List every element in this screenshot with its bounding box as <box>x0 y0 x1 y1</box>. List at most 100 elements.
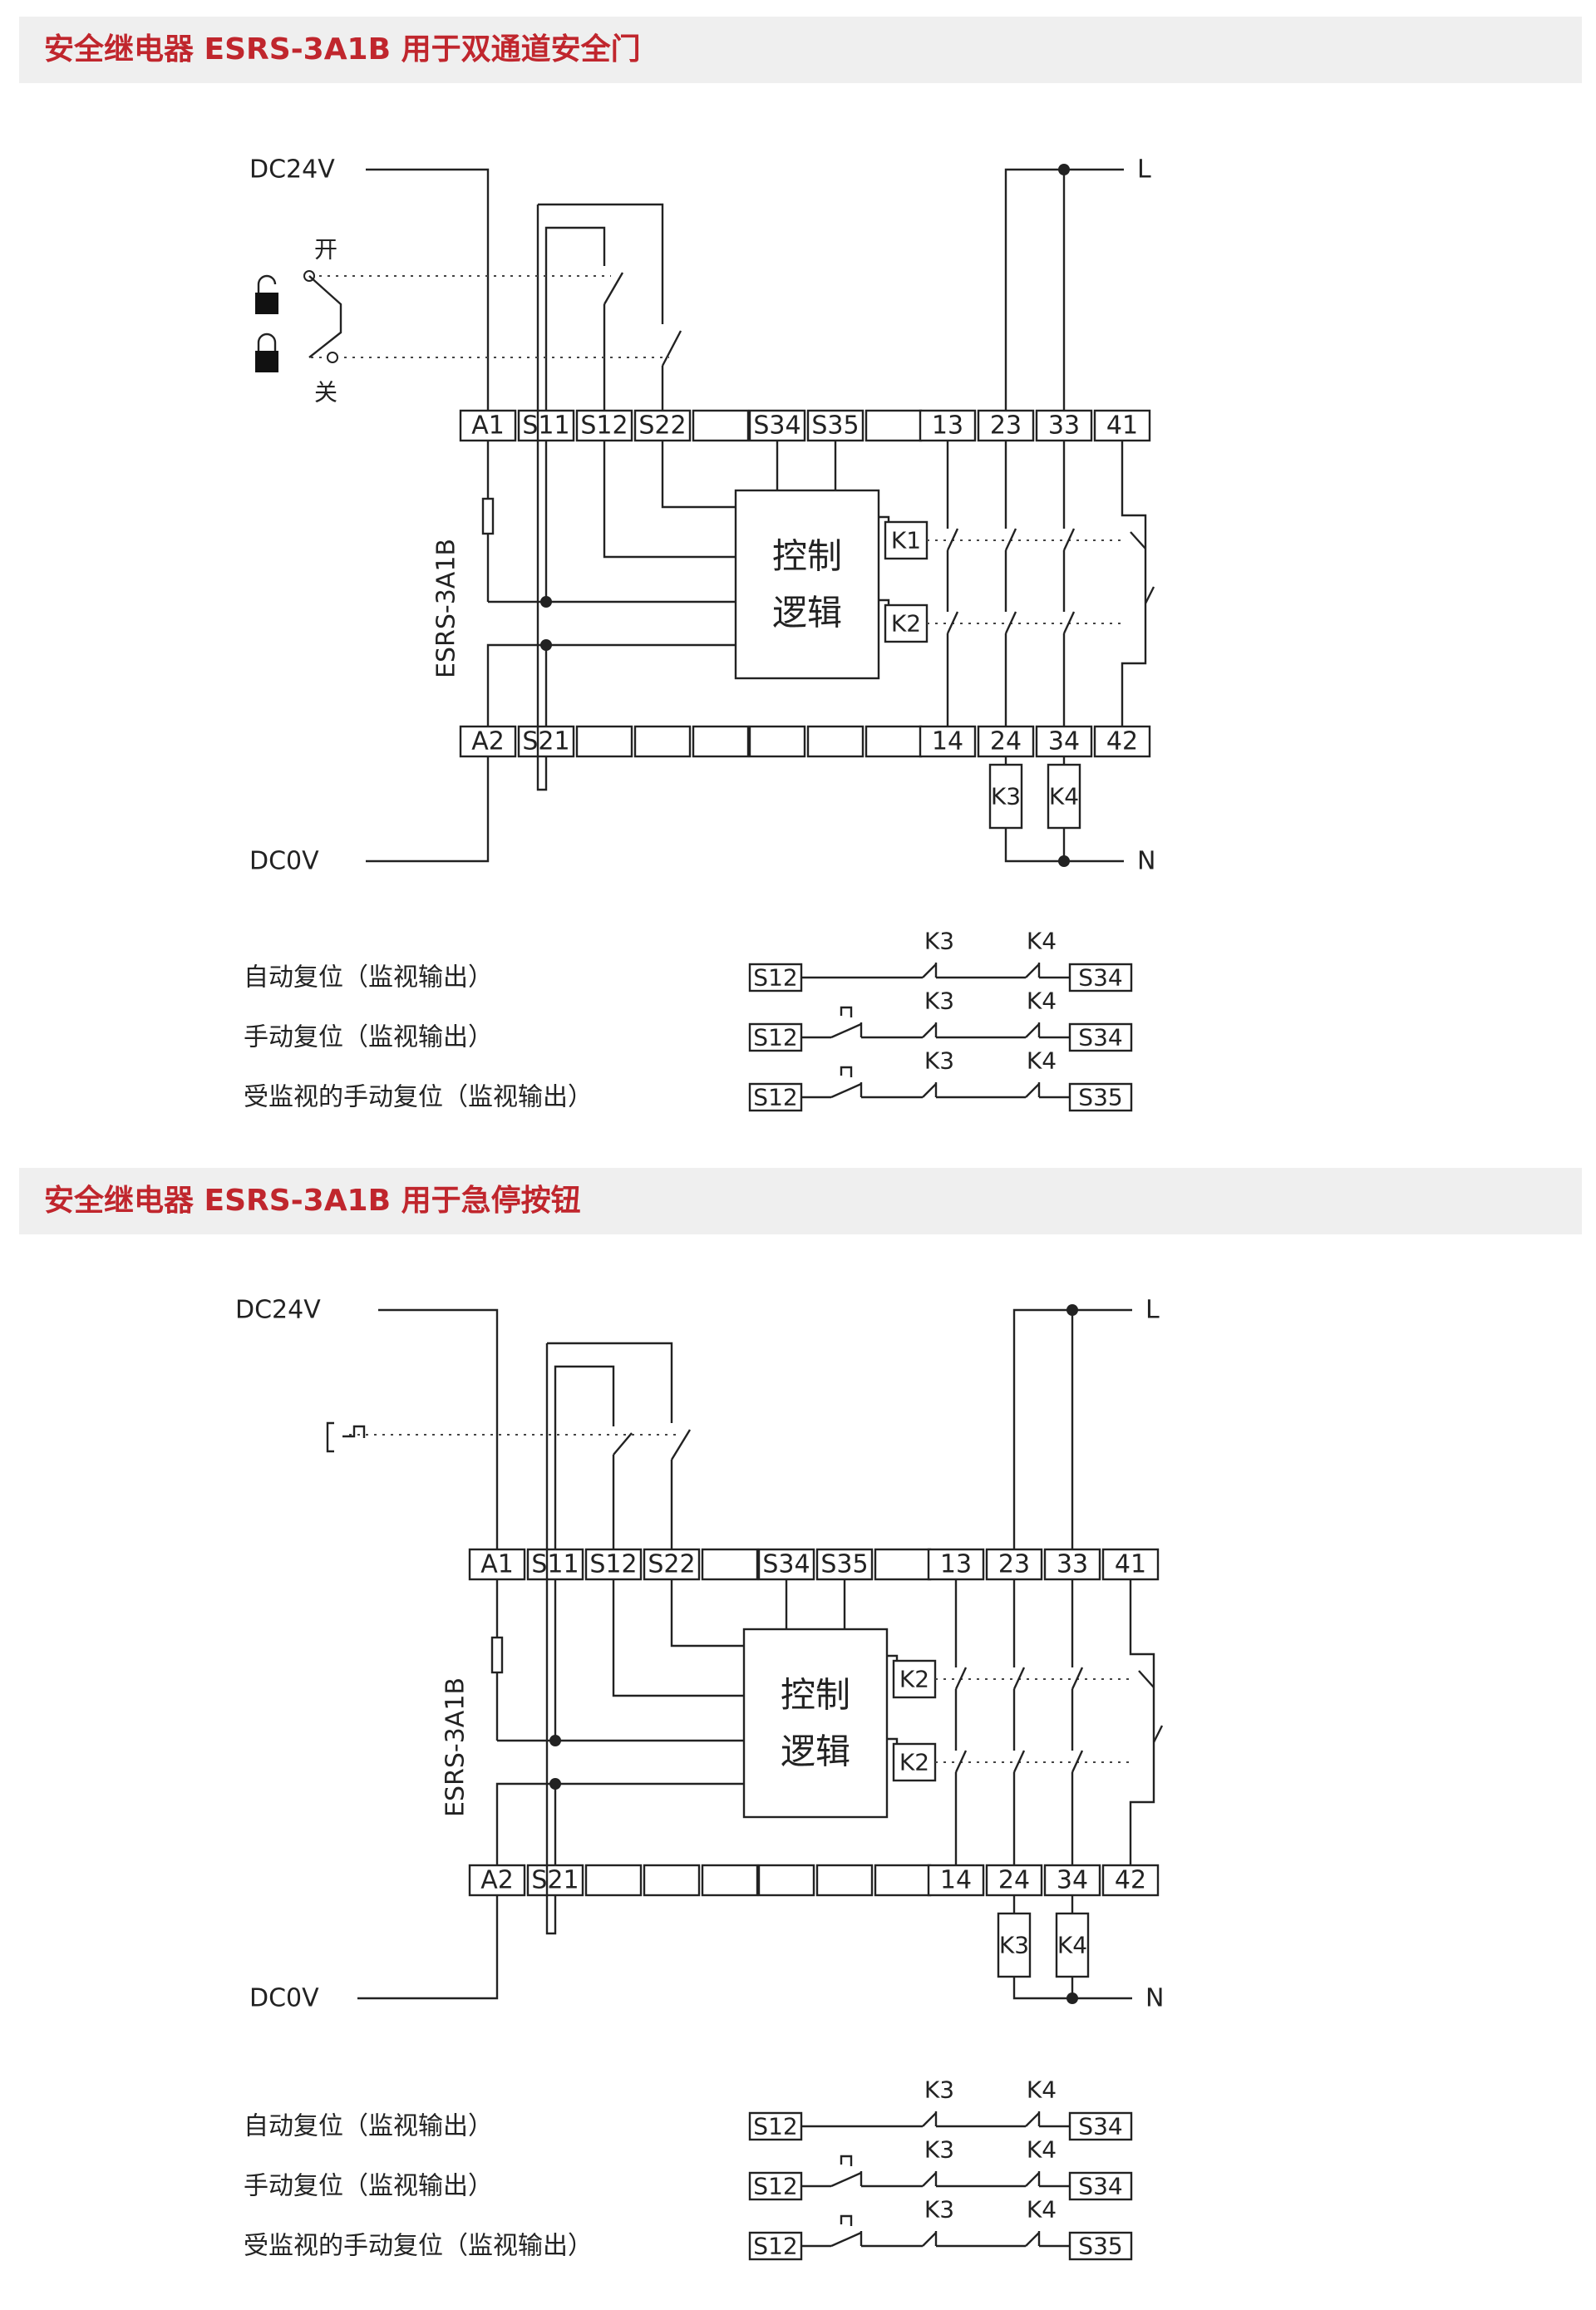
terminal-top-13: 13 <box>932 411 963 441</box>
reset-from-label: S12 <box>753 1024 797 1052</box>
reset-to-label: S35 <box>1078 2233 1122 2260</box>
neutral-wire <box>1012 1977 1132 2000</box>
k4-label: K4 <box>1027 2196 1057 2224</box>
fuse <box>490 1636 504 1674</box>
gate-contact-2 <box>670 1429 692 1460</box>
k4-label: K4 <box>1027 988 1057 1015</box>
supply-minus-wire <box>366 756 490 863</box>
k3-label: K3 <box>924 928 954 955</box>
terminal-cell <box>584 1864 643 1897</box>
wire <box>1121 441 1147 549</box>
reset-button <box>830 2231 862 2248</box>
reset-from-label: S12 <box>753 964 797 992</box>
k3-label: K3 <box>924 988 954 1015</box>
logic-text-2: 逻辑 <box>772 593 842 633</box>
terminal-bottom-24: 24 <box>990 727 1022 756</box>
section-header-emergency-stop: 安全继电器 ESRS-3A1B 用于急停按钮 <box>19 1168 1582 1234</box>
output-contact <box>946 528 959 551</box>
supply-plus-label: DC24V <box>235 1296 321 1325</box>
terminal-cell <box>985 1864 1043 1897</box>
relay-box-0 <box>892 1659 937 1699</box>
input-wire-s11 <box>544 226 606 411</box>
terminal-cell <box>874 1548 932 1581</box>
coil-label-0: K3 <box>991 783 1021 810</box>
k3-label: K3 <box>924 1047 954 1075</box>
terminal-cell <box>985 1548 1043 1581</box>
terminal-top-33: 33 <box>1057 1550 1088 1579</box>
terminal-cell <box>757 1548 815 1581</box>
wire <box>1129 1579 1155 1687</box>
k4-label: K4 <box>1027 2136 1057 2164</box>
wire <box>1121 603 1147 726</box>
gate-actuator <box>308 275 342 358</box>
k4-contact <box>1025 2232 1040 2247</box>
terminal-point <box>327 352 338 363</box>
neutral-label: N <box>1137 847 1155 876</box>
logic-text-1: 控制 <box>781 1675 850 1716</box>
terminal-top-A1: A1 <box>471 411 505 441</box>
supply-plus-wire <box>366 168 490 411</box>
k4-contact <box>1025 2172 1040 2187</box>
open-label: 开 <box>314 236 337 264</box>
terminal-to <box>1068 963 1133 992</box>
estop-icon <box>342 1425 366 1438</box>
terminal-from <box>748 1082 803 1112</box>
lock-closed-icon <box>255 351 278 372</box>
terminal-cell <box>874 1864 932 1897</box>
relay-label-1: K2 <box>899 1749 929 1776</box>
k3-contact <box>922 2172 937 2187</box>
terminal-bottom-42: 42 <box>1106 727 1138 756</box>
line-wire <box>1012 1308 1132 1549</box>
neutral-wire <box>1004 828 1124 863</box>
line-label: L <box>1145 1296 1160 1325</box>
control-logic-block <box>742 1628 889 1819</box>
reset-from-label: S12 <box>753 2173 797 2200</box>
supply-plus-wire <box>378 1308 499 1549</box>
k4-contact <box>1025 963 1040 978</box>
k4-contact <box>1025 1023 1040 1038</box>
coil-label-0: K3 <box>999 1932 1029 1959</box>
wire <box>486 643 736 726</box>
k3-contact <box>922 963 937 978</box>
terminal-top-23: 23 <box>990 411 1022 441</box>
wire <box>603 441 736 559</box>
reset-button <box>830 1082 862 1099</box>
reset-button <box>830 2171 862 2188</box>
terminal-bottom-42: 42 <box>1115 1866 1146 1895</box>
output-contact <box>1012 1667 1026 1690</box>
k3-contact <box>922 1023 937 1038</box>
wire <box>661 441 736 509</box>
relay-box-1 <box>884 603 929 643</box>
terminal-cell <box>757 1864 815 1897</box>
terminal-bottom-14: 14 <box>940 1866 972 1895</box>
reset-button-cap <box>840 1006 853 1017</box>
reset-from-label: S12 <box>753 2233 797 2260</box>
reset-mode-label: 手动复位（监视输出） <box>244 1023 493 1052</box>
neutral-label: N <box>1145 1984 1164 2013</box>
terminal-top-13: 13 <box>940 1550 972 1579</box>
reset-to-label: S34 <box>1078 964 1122 992</box>
gate-contact-2 <box>661 330 682 367</box>
terminal-cell <box>806 409 864 442</box>
relay-label-0: K2 <box>899 1666 929 1693</box>
input-wire-s22 <box>538 203 664 324</box>
output-contact <box>1004 611 1017 634</box>
junction-dot <box>1066 1992 1078 2004</box>
reset-to-label: S34 <box>1078 2113 1122 2140</box>
terminal-bottom-A2: A2 <box>471 727 505 756</box>
terminal-cell <box>633 409 692 442</box>
outer-loop-wire <box>545 1343 557 1935</box>
line-wire <box>1004 168 1124 411</box>
terminal-cell <box>633 725 692 758</box>
relay-label-1: K2 <box>891 610 921 638</box>
fuse <box>481 497 495 535</box>
output-contact <box>1062 611 1076 634</box>
terminal-cell <box>692 725 750 758</box>
output-contact <box>1004 528 1017 551</box>
reset-from-label: S12 <box>753 1084 797 1111</box>
terminal-cell <box>927 1548 985 1581</box>
wire <box>670 1579 744 1648</box>
terminal-top-S34: S34 <box>753 411 800 441</box>
reset-mode-label: 受监视的手动复位（监视输出） <box>244 2232 593 2261</box>
